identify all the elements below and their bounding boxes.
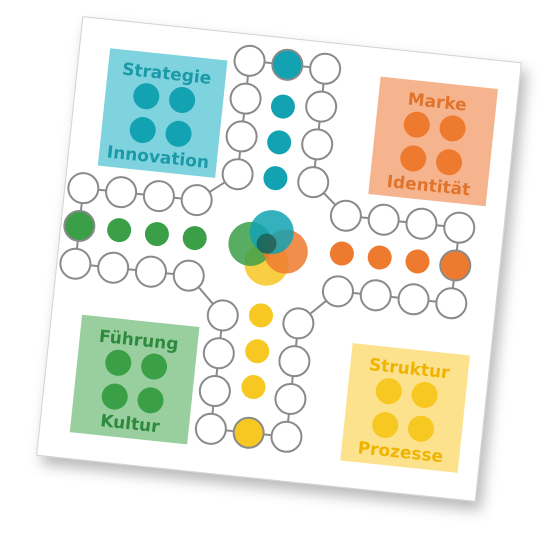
track-field[interactable] xyxy=(221,158,254,191)
orange-goal-dot[interactable] xyxy=(367,244,393,270)
track-field[interactable] xyxy=(105,176,138,209)
track-field[interactable] xyxy=(180,184,213,217)
track-field[interactable] xyxy=(59,247,92,280)
board-graphic: StrategieInnovationMarkeIdentitätFührung… xyxy=(37,17,521,501)
teal-goal-dot[interactable] xyxy=(262,165,288,191)
yellow-goal-dot[interactable] xyxy=(240,374,266,400)
track-field[interactable] xyxy=(233,44,266,77)
track-field[interactable] xyxy=(301,128,334,161)
track-field[interactable] xyxy=(321,275,354,308)
track-field[interactable] xyxy=(225,120,258,153)
track-field[interactable] xyxy=(229,82,262,115)
teal-goal-dot[interactable] xyxy=(270,93,296,119)
track-field[interactable] xyxy=(270,420,303,453)
green-goal-dot[interactable] xyxy=(106,217,132,243)
start-field-green[interactable] xyxy=(63,209,96,242)
orange-goal-dot[interactable] xyxy=(404,248,430,274)
track-field[interactable] xyxy=(274,382,307,415)
teal-goal-dot[interactable] xyxy=(266,129,292,155)
green-goal-dot[interactable] xyxy=(182,225,208,251)
track-field[interactable] xyxy=(142,180,175,213)
track-field[interactable] xyxy=(134,255,167,288)
orange-goal-dot[interactable] xyxy=(329,240,355,266)
start-field-teal[interactable] xyxy=(271,48,304,81)
track-field[interactable] xyxy=(198,375,231,408)
track-field[interactable] xyxy=(309,52,342,85)
track-field[interactable] xyxy=(367,203,400,236)
track-field[interactable] xyxy=(278,345,311,378)
green-goal-dot[interactable] xyxy=(144,221,170,247)
track-field[interactable] xyxy=(435,287,468,320)
track-field[interactable] xyxy=(67,172,100,205)
yellow-goal-dot[interactable] xyxy=(248,302,274,328)
track-field[interactable] xyxy=(443,211,476,244)
track-field[interactable] xyxy=(97,251,130,284)
track-field[interactable] xyxy=(305,90,338,123)
track-field[interactable] xyxy=(359,279,392,312)
track-field[interactable] xyxy=(202,337,235,370)
track-field[interactable] xyxy=(194,412,227,445)
track-field[interactable] xyxy=(172,259,205,292)
track-field[interactable] xyxy=(206,299,239,332)
start-field-orange[interactable] xyxy=(439,249,472,282)
yellow-goal-dot[interactable] xyxy=(244,338,270,364)
track-field[interactable] xyxy=(405,207,438,240)
track-field[interactable] xyxy=(397,283,430,316)
start-field-yellow[interactable] xyxy=(232,416,265,449)
track-field[interactable] xyxy=(282,307,315,340)
